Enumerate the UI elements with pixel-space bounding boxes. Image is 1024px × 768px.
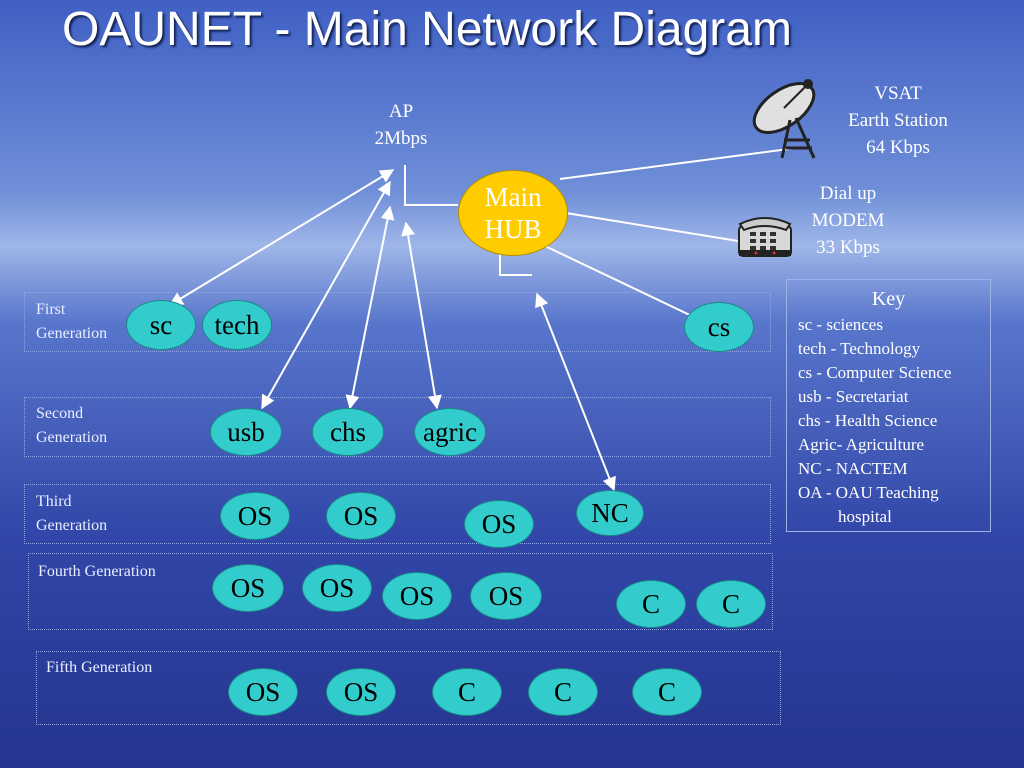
- second-generation-label-line2: Generation: [36, 429, 108, 446]
- second-generation-label: Second Generation: [36, 402, 107, 450]
- telephone-icon: [738, 217, 792, 257]
- main-hub: Main HUB: [458, 170, 568, 256]
- vsat-bandwidth: 64 Kbps: [866, 137, 930, 158]
- key-legend: Key sc - sciences tech - Technology cs -…: [786, 279, 991, 532]
- band-third-generation: [24, 484, 771, 544]
- ap-bandwidth: 2Mbps: [374, 128, 428, 149]
- node-fifth-c-2: C: [528, 668, 598, 716]
- key-item: cs - Computer Science: [798, 363, 952, 382]
- node-third-os-3: OS: [464, 500, 534, 548]
- modem-bandwidth: 33 Kbps: [816, 237, 880, 258]
- link-nc: [535, 292, 616, 492]
- modem-label: Dial up MODEM 33 Kbps: [798, 180, 898, 261]
- node-fourth-os-2: OS: [302, 564, 372, 612]
- third-generation-label: Third Generation: [36, 490, 107, 538]
- node-fourth-c-1: C: [616, 580, 686, 628]
- third-generation-label-line1: Third: [36, 493, 72, 510]
- key-item: tech - Technology: [798, 339, 921, 358]
- node-sc: sc: [126, 300, 196, 350]
- ap-name: AP: [388, 101, 414, 122]
- fifth-generation-label: Fifth Generation: [46, 659, 153, 676]
- key-item: hospital: [838, 507, 892, 526]
- hub-drop-connector: [499, 254, 532, 276]
- key-list: sc - sciences tech - Technology cs - Com…: [798, 313, 990, 529]
- link-chs: [345, 205, 395, 410]
- hub-label-line1: Main: [484, 182, 542, 212]
- node-fourth-os-1: OS: [212, 564, 284, 612]
- node-third-os-2: OS: [326, 492, 396, 540]
- band-second-generation: [24, 397, 771, 457]
- node-fifth-c-1: C: [432, 668, 502, 716]
- band-fifth-generation: [36, 651, 781, 725]
- first-generation-label-line1: First: [36, 301, 66, 318]
- key-title: Key: [871, 288, 906, 310]
- node-fourth-c-2: C: [696, 580, 766, 628]
- node-fifth-c-3: C: [632, 668, 702, 716]
- node-agric: agric: [414, 408, 486, 456]
- node-usb: usb: [210, 408, 282, 456]
- vsat-type: Earth Station: [848, 110, 948, 131]
- band-first-generation: [24, 292, 771, 352]
- node-tech: tech: [202, 300, 272, 350]
- node-fourth-os-3: OS: [382, 572, 452, 620]
- link-vsat: [559, 147, 797, 180]
- node-fifth-os-1: OS: [228, 668, 298, 716]
- link-modem: [565, 212, 739, 242]
- satellite-dish-icon: [752, 79, 816, 159]
- node-third-os-1: OS: [220, 492, 290, 540]
- key-item: Agric- Agriculture: [798, 435, 925, 454]
- key-item: sc - sciences: [798, 315, 883, 334]
- first-generation-label-line2: Generation: [36, 325, 108, 342]
- link-usb: [261, 180, 391, 410]
- modem-name: MODEM: [811, 210, 885, 231]
- band-fourth-generation: [28, 553, 773, 630]
- vsat-name: VSAT: [874, 83, 922, 104]
- third-generation-label-line2: Generation: [36, 517, 108, 534]
- node-chs: chs: [312, 408, 384, 456]
- key-item: OA - OAU Teaching: [798, 483, 939, 502]
- key-item: NC - NACTEM: [798, 459, 908, 478]
- node-cs: cs: [684, 302, 754, 352]
- node-nc: NC: [576, 490, 644, 536]
- key-item: usb - Secretariat: [798, 387, 909, 406]
- key-item: chs - Health Science: [798, 411, 938, 430]
- link-agric: [401, 221, 442, 410]
- node-fourth-os-4: OS: [470, 572, 542, 620]
- vsat-label: VSAT Earth Station 64 Kbps: [832, 80, 964, 161]
- node-fifth-os-2: OS: [326, 668, 396, 716]
- link-cs: [544, 245, 697, 319]
- first-generation-label: First Generation: [36, 298, 107, 346]
- hub-label-line2: HUB: [484, 214, 542, 244]
- ap-label: AP 2Mbps: [366, 98, 436, 152]
- second-generation-label-line1: Second: [36, 405, 84, 422]
- page-title: OAUNET - Main Network Diagram: [62, 3, 792, 56]
- modem-type: Dial up: [819, 183, 877, 204]
- fourth-generation-label: Fourth Generation: [38, 563, 156, 580]
- ap-to-hub-connector: [404, 165, 458, 206]
